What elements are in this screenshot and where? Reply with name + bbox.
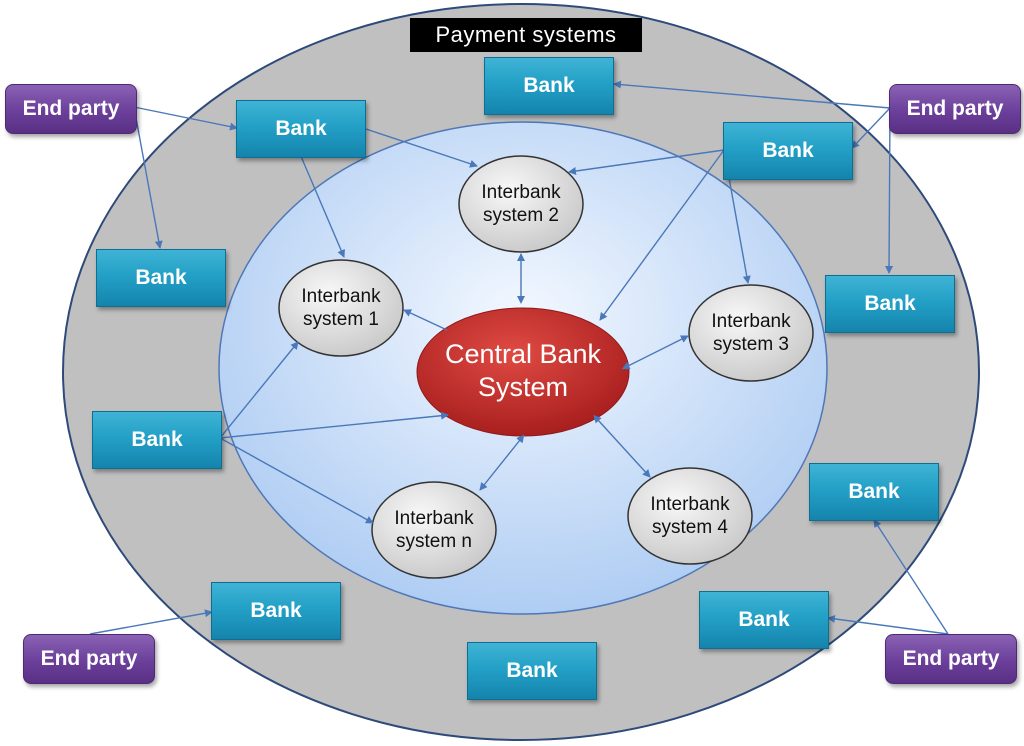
arrow-ep2-bankT xyxy=(613,80,891,109)
arrow-ep1-bankA xyxy=(133,106,238,131)
bank-box-bottom-left: Bank xyxy=(211,582,341,640)
arrow-ep1-bankB xyxy=(133,106,163,249)
interbank-node-3 xyxy=(688,284,814,382)
end-party-bottom-left: End party xyxy=(23,634,155,684)
diagram-title: Payment systems xyxy=(410,18,642,52)
arrow-bankL-central xyxy=(219,411,449,439)
connector-arrows xyxy=(89,80,949,635)
bank-box-right-upper: Bank xyxy=(825,275,955,333)
bank-box-top: Bank xyxy=(484,57,614,115)
interbank-node-4 xyxy=(627,467,753,565)
bank-box-top-right: Bank xyxy=(723,122,853,180)
arrow-ep3-bankBL xyxy=(89,609,213,635)
arrow-central-isn xyxy=(479,434,525,491)
interbank-label-1: Interbank system 1 xyxy=(301,286,381,330)
interbank-label-2: Interbank system 2 xyxy=(481,182,561,226)
arrow-central-is3 xyxy=(621,335,689,370)
arrow-bankA-is2 xyxy=(362,127,478,168)
end-party-top-right: End party xyxy=(889,84,1021,134)
interbank-label-4: Interbank system 4 xyxy=(650,494,730,538)
bank-box-left-upper: Bank xyxy=(96,249,226,307)
bank-box-left: Bank xyxy=(92,411,222,469)
arrow-bankL-isn xyxy=(219,437,374,524)
interbank-node-1 xyxy=(278,259,404,357)
bank-box-right-lower: Bank xyxy=(809,463,939,521)
end-party-top-left: End party xyxy=(5,84,137,134)
arrow-central-is4 xyxy=(593,414,651,478)
interbank-label-n: Interbank system n xyxy=(394,508,474,552)
arrow-ep2-bankR xyxy=(885,107,894,274)
end-party-bottom-right: End party xyxy=(885,634,1017,684)
arrow-central-is1 xyxy=(403,309,448,331)
bank-box-top-left: Bank xyxy=(236,100,366,158)
arrow-ep4-bankBR xyxy=(827,614,949,635)
bank-box-bottom-right: Bank xyxy=(699,591,829,649)
arrow-bankC-central xyxy=(599,149,725,321)
arrow-ep4-bankR2 xyxy=(873,519,949,635)
interbank-node-2 xyxy=(458,155,584,253)
interbank-label-3: Interbank system 3 xyxy=(711,311,791,355)
arrow-bankC-is2 xyxy=(568,149,725,175)
bank-box-bottom: Bank xyxy=(467,642,597,700)
arrow-ep2-bankC xyxy=(851,107,891,149)
arrow-bankA-is1 xyxy=(299,153,345,258)
central-bank-label: Central Bank System xyxy=(444,338,602,402)
arrow-bankL-is1 xyxy=(219,341,299,439)
interbank-node-n xyxy=(371,481,497,579)
